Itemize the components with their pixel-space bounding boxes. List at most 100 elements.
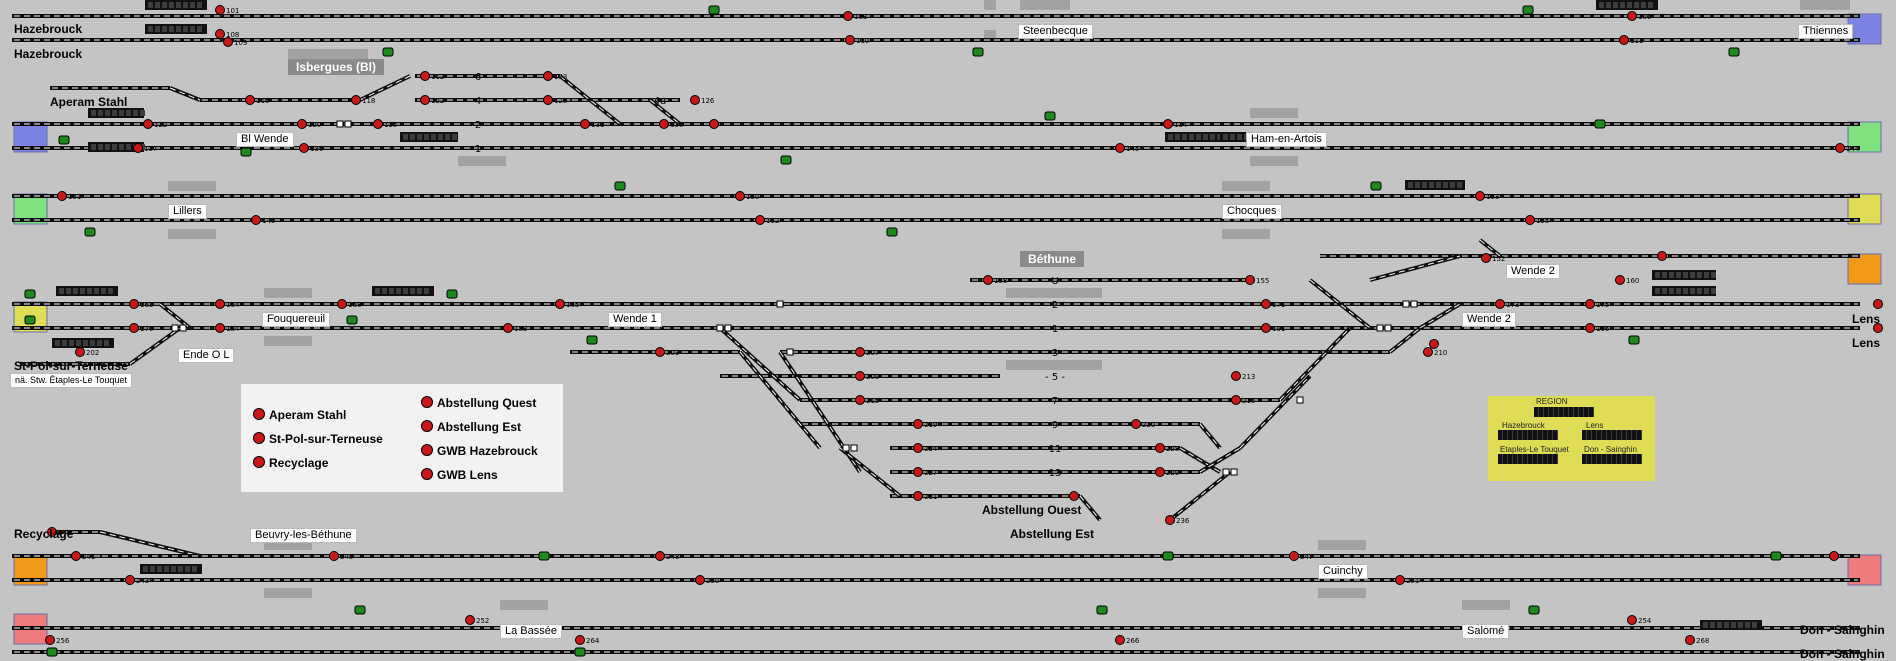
switch-marker[interactable] — [179, 324, 187, 332]
signal-red-icon[interactable] — [855, 395, 865, 405]
signal-green-icon[interactable] — [240, 147, 252, 157]
switch-marker[interactable] — [336, 120, 344, 128]
signal-red-icon[interactable] — [855, 371, 865, 381]
signal-green-icon[interactable] — [586, 335, 598, 345]
signal-red-icon[interactable] — [983, 275, 993, 285]
signal-green-icon[interactable] — [886, 227, 898, 237]
signal-red-icon[interactable] — [215, 323, 225, 333]
signal-red-icon[interactable] — [1423, 347, 1433, 357]
signal-red-icon[interactable] — [329, 551, 339, 561]
signal-green-icon[interactable] — [708, 5, 720, 15]
switch-marker[interactable] — [786, 348, 794, 356]
legend-item-st-pol[interactable]: St-Pol-sur-Terneuse — [253, 432, 383, 446]
signal-green-icon[interactable] — [1044, 111, 1056, 121]
region-counter-lens[interactable] — [1582, 430, 1642, 440]
region-counter-don-sainghin[interactable] — [1582, 454, 1642, 464]
signal-red-icon[interactable] — [1585, 299, 1595, 309]
train-number-display[interactable] — [1405, 180, 1465, 190]
signal-red-icon[interactable] — [420, 95, 430, 105]
switch-marker[interactable] — [1296, 396, 1304, 404]
signal-green-icon[interactable] — [972, 47, 984, 57]
switch-marker[interactable] — [1410, 300, 1418, 308]
signal-green-icon[interactable] — [614, 181, 626, 191]
signal-red-icon[interactable] — [1829, 551, 1839, 561]
signal-red-icon[interactable] — [543, 95, 553, 105]
signal-green-icon[interactable] — [1770, 551, 1782, 561]
region-counter-etaples[interactable] — [1498, 454, 1558, 464]
signal-red-icon[interactable] — [503, 323, 513, 333]
endcap-block[interactable] — [1847, 253, 1882, 285]
signal-red-icon[interactable] — [855, 347, 865, 357]
signal-green-icon[interactable] — [84, 227, 96, 237]
signal-red-icon[interactable] — [245, 95, 255, 105]
signal-red-icon[interactable] — [1231, 371, 1241, 381]
legend-item-gwb-lens[interactable]: GWB Lens — [421, 468, 498, 482]
signal-red-icon[interactable] — [845, 35, 855, 45]
signal-red-icon[interactable] — [655, 347, 665, 357]
switch-marker[interactable] — [344, 120, 352, 128]
signal-red-icon[interactable] — [75, 347, 85, 357]
signal-red-icon[interactable] — [913, 491, 923, 501]
signal-red-icon[interactable] — [297, 119, 307, 129]
signal-red-icon[interactable] — [1525, 215, 1535, 225]
signal-green-icon[interactable] — [1528, 605, 1540, 615]
signal-green-icon[interactable] — [382, 47, 394, 57]
switch-marker[interactable] — [1384, 324, 1392, 332]
signal-red-icon[interactable] — [1685, 635, 1695, 645]
switch-marker[interactable] — [1222, 468, 1230, 476]
signal-red-icon[interactable] — [580, 119, 590, 129]
signal-green-icon[interactable] — [1370, 181, 1382, 191]
switch-marker[interactable] — [724, 324, 732, 332]
signal-red-icon[interactable] — [555, 299, 565, 309]
signal-red-icon[interactable] — [1627, 615, 1637, 625]
signal-red-icon[interactable] — [1131, 419, 1141, 429]
signal-red-icon[interactable] — [1069, 491, 1079, 501]
signal-red-icon[interactable] — [1615, 275, 1625, 285]
signal-red-icon[interactable] — [913, 443, 923, 453]
signal-red-icon[interactable] — [543, 71, 553, 81]
signal-red-icon[interactable] — [1873, 323, 1883, 333]
signal-red-icon[interactable] — [709, 119, 719, 129]
signal-red-icon[interactable] — [575, 635, 585, 645]
signal-red-icon[interactable] — [1155, 467, 1165, 477]
signal-green-icon[interactable] — [1522, 5, 1534, 15]
signal-green-icon[interactable] — [1594, 119, 1606, 129]
legend-item-gwb-hazebrouck[interactable]: GWB Hazebrouck — [421, 444, 538, 458]
signal-green-icon[interactable] — [538, 551, 550, 561]
signal-red-icon[interactable] — [420, 71, 430, 81]
switch-marker[interactable] — [1402, 300, 1410, 308]
signal-red-icon[interactable] — [125, 575, 135, 585]
legend-item-recyclage[interactable]: Recyclage — [253, 456, 328, 470]
signal-red-icon[interactable] — [215, 299, 225, 309]
signal-red-icon[interactable] — [133, 143, 143, 153]
signal-red-icon[interactable] — [913, 467, 923, 477]
signal-green-icon[interactable] — [346, 315, 358, 325]
signal-red-icon[interactable] — [1619, 35, 1629, 45]
signal-red-icon[interactable] — [373, 119, 383, 129]
region-counter-main[interactable] — [1534, 407, 1594, 417]
signal-red-icon[interactable] — [1873, 299, 1883, 309]
signal-red-icon[interactable] — [337, 299, 347, 309]
switch-marker[interactable] — [1376, 324, 1384, 332]
signal-red-icon[interactable] — [71, 551, 81, 561]
signal-green-icon[interactable] — [1096, 605, 1108, 615]
signal-red-icon[interactable] — [1261, 299, 1271, 309]
signal-red-icon[interactable] — [1289, 551, 1299, 561]
signal-red-icon[interactable] — [1585, 323, 1595, 333]
switch-marker[interactable] — [1230, 468, 1238, 476]
signal-red-icon[interactable] — [1165, 515, 1175, 525]
signal-red-icon[interactable] — [690, 95, 700, 105]
signal-red-icon[interactable] — [1627, 11, 1637, 21]
signal-red-icon[interactable] — [1115, 635, 1125, 645]
switch-marker[interactable] — [171, 324, 179, 332]
signal-red-icon[interactable] — [465, 615, 475, 625]
signal-green-icon[interactable] — [354, 605, 366, 615]
signal-red-icon[interactable] — [215, 5, 225, 15]
signal-red-icon[interactable] — [299, 143, 309, 153]
train-number-display[interactable] — [1165, 132, 1225, 142]
signal-green-icon[interactable] — [780, 155, 792, 165]
signal-red-icon[interactable] — [655, 551, 665, 561]
signal-red-icon[interactable] — [215, 29, 225, 39]
signal-red-icon[interactable] — [351, 95, 361, 105]
signal-red-icon[interactable] — [223, 37, 233, 47]
